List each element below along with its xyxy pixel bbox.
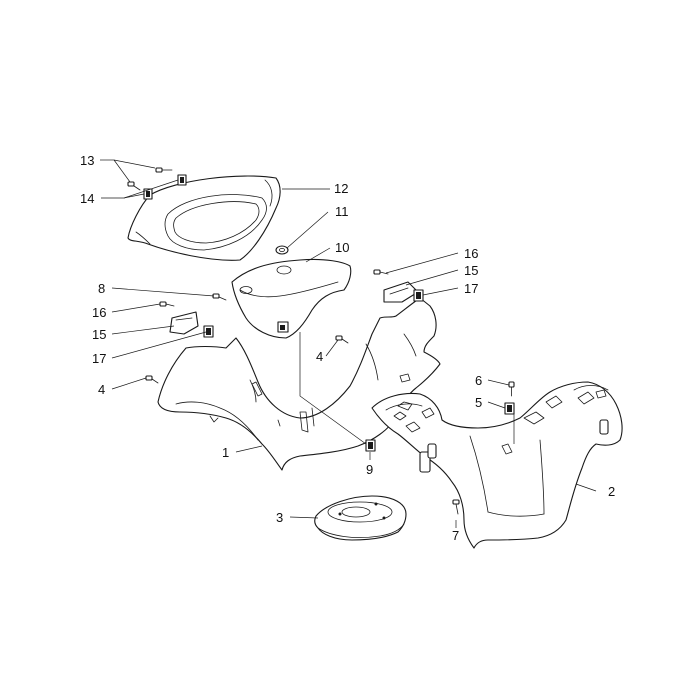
callout-3: 3 <box>276 510 283 525</box>
part-13-screw-b[interactable] <box>127 181 141 191</box>
leader-lines <box>100 159 597 528</box>
callout-8: 8 <box>98 281 105 296</box>
callout-11: 11 <box>335 204 349 219</box>
part-15-left-plate[interactable] <box>169 311 199 335</box>
callout-13: 13 <box>80 153 94 168</box>
part-5-clip[interactable] <box>504 402 515 415</box>
part-11-nut[interactable] <box>275 245 289 255</box>
part-8-screw[interactable] <box>212 293 227 301</box>
callout-16-left: 16 <box>92 305 106 320</box>
part-10-upper-cover[interactable] <box>231 258 352 339</box>
callout-4-right: 4 <box>316 349 323 364</box>
callout-15-right: 15 <box>464 263 478 278</box>
part-1-rear-handlebar-cover[interactable] <box>157 297 441 471</box>
callout-15-left: 15 <box>92 327 106 342</box>
part-17-right-clip[interactable] <box>413 289 424 302</box>
part-14-clip-a[interactable] <box>177 174 187 186</box>
callout-9: 9 <box>366 462 373 477</box>
part-14-clip-b[interactable] <box>143 188 153 200</box>
callout-16-right: 16 <box>464 246 478 261</box>
callout-17-left: 17 <box>92 351 106 366</box>
callout-6: 6 <box>475 373 482 388</box>
callout-14: 14 <box>80 191 94 206</box>
part-13-screw-a[interactable] <box>155 167 173 173</box>
part-4-screw-b[interactable] <box>145 375 159 384</box>
part-7-screw[interactable] <box>452 499 460 515</box>
part-2-front-handlebar-cover[interactable] <box>371 381 623 549</box>
part-16-right-screw[interactable] <box>373 269 389 275</box>
part-15-right-plate[interactable] <box>383 281 419 303</box>
part-16-left-screw[interactable] <box>159 301 175 307</box>
part-17-left-clip[interactable] <box>203 325 214 338</box>
callout-17-right: 17 <box>464 281 478 296</box>
callout-labels: 13 14 12 11 10 16 15 17 8 16 15 17 4 4 1… <box>80 153 615 543</box>
callout-7: 7 <box>452 528 459 543</box>
part-3-base-plate[interactable] <box>314 495 407 541</box>
callout-2: 2 <box>608 484 615 499</box>
part-4-screw-a[interactable] <box>335 335 349 344</box>
callout-1: 1 <box>222 445 229 460</box>
callout-10: 10 <box>335 240 349 255</box>
callout-12: 12 <box>334 181 348 196</box>
part-6-screw[interactable] <box>508 381 515 397</box>
part-12-instrument-cover[interactable] <box>127 175 281 261</box>
callout-4-left: 4 <box>98 382 105 397</box>
part-9-clip[interactable] <box>365 439 376 452</box>
callout-5: 5 <box>475 395 482 410</box>
